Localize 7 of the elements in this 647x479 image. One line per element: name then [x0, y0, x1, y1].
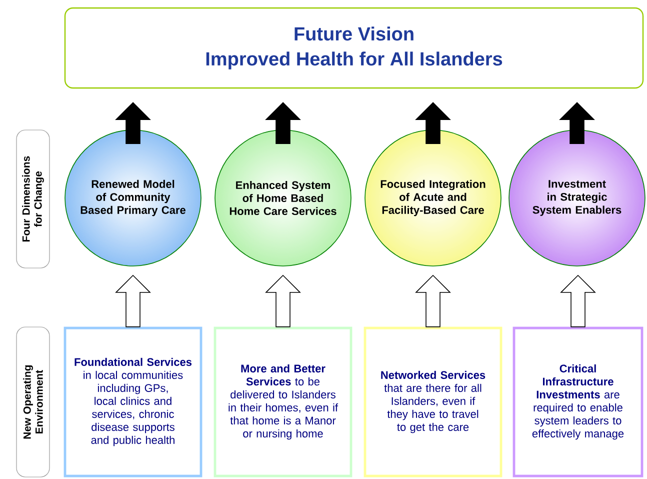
- service-box: Networked Services that are there for all Islanders, even if they have to travel to get the care: [364, 326, 502, 478]
- service-box: Critical Infrastructure Investments are required to enable system leaders to effectively manage: [512, 326, 644, 478]
- service-box: More and Better Services to be delivered to Islanders in their homes, even if that home is a Manor or nursing home: [214, 326, 352, 478]
- service-box: Foundational Services in local communities including GPs, local clinics and services, chronic disease supports and public health: [64, 326, 202, 478]
- side-label-box: Four Dimensions for Change: [16, 130, 50, 268]
- side-label-box: New Operating Environment: [16, 326, 50, 478]
- vision-box: Future Vision Improved Health for All Islanders: [64, 7, 644, 89]
